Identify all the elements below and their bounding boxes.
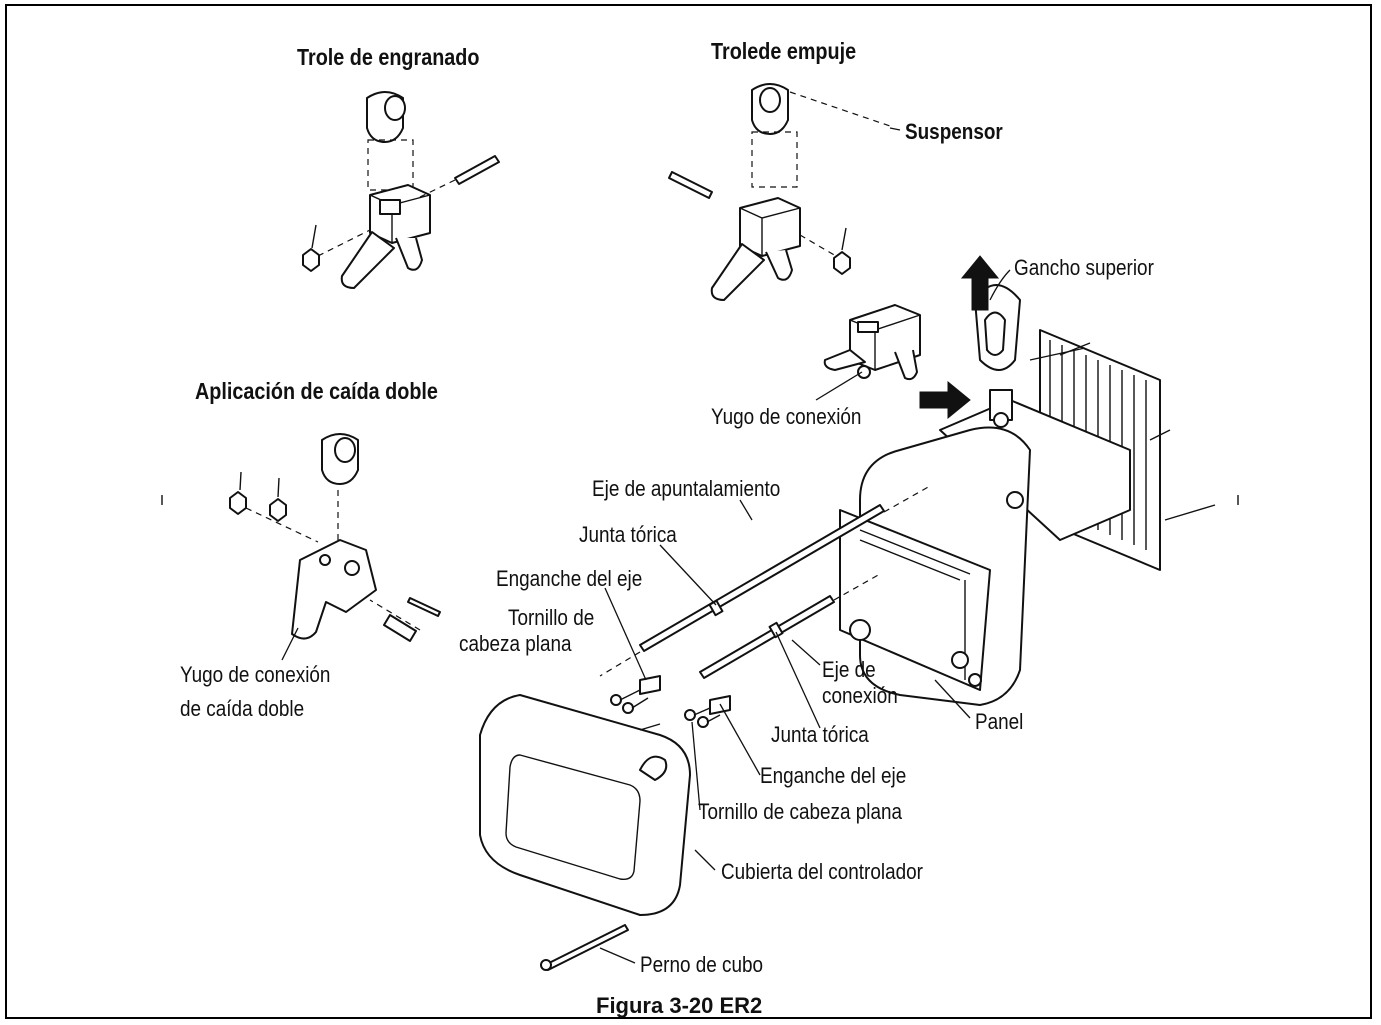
push-trolley-assembly: [668, 83, 891, 301]
label-junta-torica-1: Junta tórica: [579, 522, 677, 547]
label-yugo-doble-line1: Yugo de conexión: [180, 662, 331, 687]
label-gancho-superior: Gancho superior: [1014, 255, 1154, 280]
connecting-yoke: [823, 304, 921, 381]
geared-trolley-assembly: [302, 91, 500, 289]
hoist-body: [839, 255, 1216, 706]
label-tornillo-1-line2: cabeza plana: [459, 631, 572, 656]
label-perno: Perno de cubo: [640, 952, 764, 977]
label-eje-conexion-line1: Eje de: [822, 657, 876, 682]
label-junta-torica-2: Junta tórica: [771, 722, 869, 747]
label-panel: Panel: [975, 709, 1024, 734]
label-yugo-doble-line2: de caída doble: [180, 696, 305, 721]
label-tornillo-2: Tornillo de cabeza plana: [698, 799, 903, 824]
title-push-trolley: Trolede empuje: [711, 38, 857, 64]
controller-cover: [479, 694, 691, 971]
title-geared-trolley: Trole de engranado: [297, 44, 480, 70]
double-fall-assembly: [229, 433, 441, 661]
title-double-fall: Aplicación de caída doble: [195, 378, 438, 404]
label-suspensor: Suspensor: [905, 119, 1003, 144]
label-eje-apuntalamiento: Eje de apuntalamiento: [592, 476, 781, 501]
figure-caption: Figura 3-20 ER2: [596, 993, 763, 1018]
label-eje-conexion-line2: conexión: [822, 683, 898, 708]
label-enganche-eje-2: Enganche del eje: [760, 763, 907, 788]
shafts: [599, 485, 931, 679]
label-cubierta: Cubierta del controlador: [721, 859, 923, 884]
figure-frame: [5, 4, 1372, 1019]
label-tornillo-1-line1: Tornillo de: [508, 605, 595, 630]
leader-lines: [599, 127, 1011, 964]
stoppers-screws: [610, 675, 731, 728]
label-enganche-eje-1: Enganche del eje: [496, 566, 643, 591]
label-yugo-conexion: Yugo de conexión: [711, 404, 862, 429]
